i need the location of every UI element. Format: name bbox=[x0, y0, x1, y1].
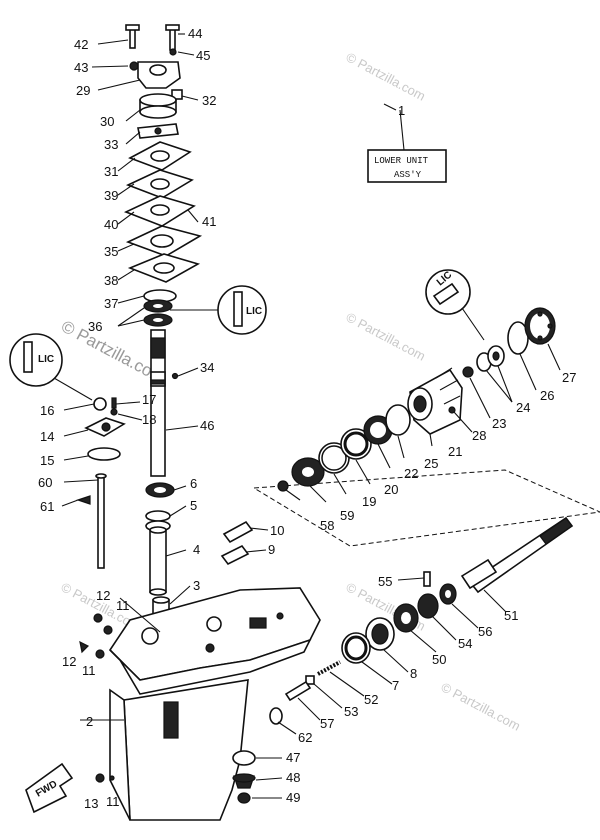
callout-38: 38 bbox=[104, 273, 118, 288]
propeller-shaft-housing-parts bbox=[277, 307, 556, 492]
callout-32: 32 bbox=[202, 93, 216, 108]
leader-lines bbox=[61, 33, 561, 799]
callout-58: 58 bbox=[320, 518, 334, 533]
callout-49: 49 bbox=[286, 790, 300, 805]
callout-11b: 11 bbox=[82, 663, 96, 678]
grease-mark: LIC bbox=[246, 306, 262, 317]
callout-24a: 24 bbox=[516, 400, 530, 415]
callout-13: 13 bbox=[84, 796, 98, 811]
callout-52: 52 bbox=[364, 692, 378, 707]
label-line-1: LOWER UNIT bbox=[374, 156, 429, 166]
callout-2: 2 bbox=[86, 714, 93, 729]
callout-57: 57 bbox=[320, 716, 334, 731]
callout-42: 42 bbox=[74, 37, 88, 52]
callout-17: 17 bbox=[142, 392, 156, 407]
callout-35: 35 bbox=[104, 244, 118, 259]
callout-29: 29 bbox=[76, 83, 90, 98]
callout-41: 41 bbox=[202, 214, 216, 229]
callout-11a: 11 bbox=[116, 598, 130, 613]
callout-55: 55 bbox=[378, 574, 392, 589]
callout-21: 21 bbox=[448, 444, 462, 459]
callout-36: 36 bbox=[88, 319, 102, 334]
callout-25: 25 bbox=[424, 456, 438, 471]
lower-case bbox=[108, 587, 321, 821]
watermark: © Partzilla.com bbox=[344, 309, 428, 363]
callout-20: 20 bbox=[384, 482, 398, 497]
callout-48: 48 bbox=[286, 770, 300, 785]
callout-4: 4 bbox=[193, 542, 200, 557]
callout-numbers: 1 2 3 4 5 6 7 8 9 10 11 11 11 12 12 13 1… bbox=[38, 26, 576, 811]
drain-plugs bbox=[79, 613, 115, 783]
callout-34: 34 bbox=[200, 360, 214, 375]
callout-47: 47 bbox=[286, 750, 300, 765]
callout-60: 60 bbox=[38, 475, 52, 490]
callout-53: 53 bbox=[344, 704, 358, 719]
callout-39: 39 bbox=[104, 188, 118, 203]
callout-61: 61 bbox=[40, 499, 54, 514]
callout-40: 40 bbox=[104, 217, 118, 232]
callout-8: 8 bbox=[410, 666, 417, 681]
water-pump-stack bbox=[123, 24, 203, 327]
callout-10: 10 bbox=[270, 523, 284, 538]
callout-59: 59 bbox=[340, 508, 354, 523]
callout-7: 7 bbox=[392, 678, 399, 693]
propeller-shaft-gears bbox=[232, 516, 574, 804]
callout-5: 5 bbox=[190, 498, 197, 513]
lower-unit-label-box: LOWER UNIT ASS'Y bbox=[367, 109, 447, 183]
grease-callout-shaft: LIC bbox=[170, 285, 267, 335]
drive-shaft bbox=[150, 329, 179, 477]
label-line-2: ASS'Y bbox=[394, 170, 422, 180]
callout-14: 14 bbox=[40, 429, 54, 444]
callout-22: 22 bbox=[404, 466, 418, 481]
callout-15: 15 bbox=[40, 453, 54, 468]
callout-46: 46 bbox=[200, 418, 214, 433]
callout-18: 18 bbox=[142, 412, 156, 427]
grease-mark: LIC bbox=[38, 354, 54, 365]
shims bbox=[220, 520, 254, 566]
callout-31: 31 bbox=[104, 164, 118, 179]
callout-12a: 12 bbox=[96, 588, 110, 603]
callout-27: 27 bbox=[562, 370, 576, 385]
callout-19: 19 bbox=[362, 494, 376, 509]
drive-shaft-bearing-sleeve bbox=[145, 482, 175, 617]
callout-26: 26 bbox=[540, 388, 554, 403]
callout-16: 16 bbox=[40, 403, 54, 418]
shift-rod-parts bbox=[76, 397, 126, 569]
callout-9: 9 bbox=[268, 542, 275, 557]
watermark: © Partzilla.com bbox=[439, 679, 523, 733]
callout-43: 43 bbox=[74, 60, 88, 75]
callout-28: 28 bbox=[472, 428, 486, 443]
callout-6: 6 bbox=[190, 476, 197, 491]
callout-51: 51 bbox=[504, 608, 518, 623]
forward-arrow: FWD bbox=[25, 762, 74, 814]
callout-45: 45 bbox=[196, 48, 210, 63]
callout-1: 1 bbox=[398, 103, 405, 118]
grease-callout-left: LIC bbox=[9, 333, 93, 401]
watermark: © Partzilla.com bbox=[344, 49, 428, 103]
callout-56: 56 bbox=[478, 624, 492, 639]
callout-37: 37 bbox=[104, 296, 118, 311]
callout-54: 54 bbox=[458, 636, 472, 651]
callout-62: 62 bbox=[298, 730, 312, 745]
callout-33: 33 bbox=[104, 137, 118, 152]
callout-11c: 11 bbox=[106, 794, 120, 809]
callout-12b: 12 bbox=[62, 654, 76, 669]
callout-50: 50 bbox=[432, 652, 446, 667]
callout-3: 3 bbox=[193, 578, 200, 593]
callout-30: 30 bbox=[100, 114, 114, 129]
callout-44: 44 bbox=[188, 26, 202, 41]
grease-callout-right: LIC bbox=[425, 269, 485, 341]
callout-23: 23 bbox=[492, 416, 506, 431]
